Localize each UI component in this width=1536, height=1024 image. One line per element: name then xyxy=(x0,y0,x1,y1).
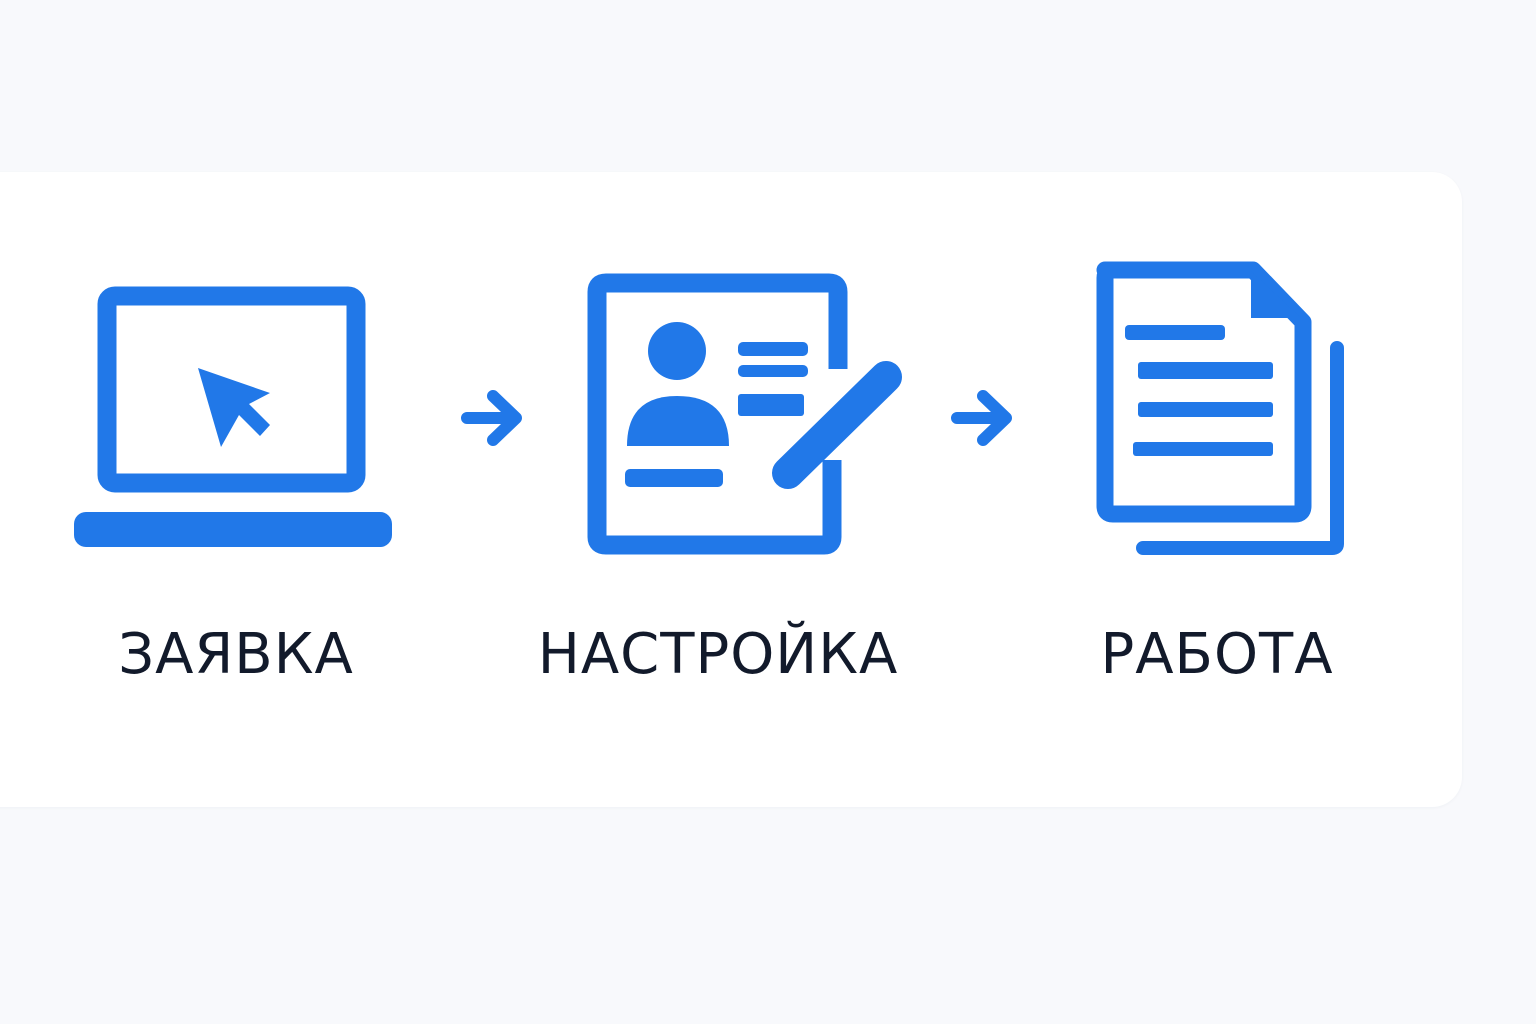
step-label-work: РАБОТА xyxy=(1100,622,1334,687)
step-label-setup: НАСТРОЙКА xyxy=(537,622,899,687)
arrow-right-icon xyxy=(461,390,522,446)
arrow-right-icon xyxy=(951,390,1012,446)
documents-icon xyxy=(1096,261,1344,555)
profile-form-edit-icon xyxy=(587,273,902,555)
step-label-application: ЗАЯВКА xyxy=(118,622,354,687)
laptop-cursor-icon xyxy=(74,286,392,547)
